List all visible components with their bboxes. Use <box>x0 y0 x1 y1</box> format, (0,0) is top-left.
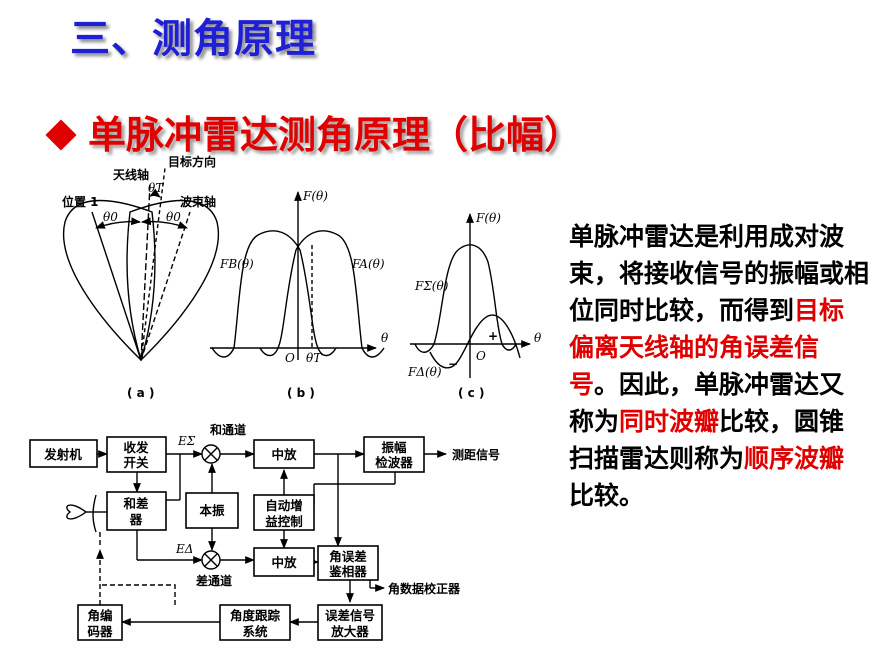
caption-c: ( c ) <box>458 386 484 400</box>
diff-mixer-icon <box>201 550 221 570</box>
xlabel-c: θ <box>534 331 542 345</box>
agc-label-1: 自动增 <box>265 498 303 513</box>
duplexer-box <box>106 436 167 473</box>
error-amplifier-box <box>317 604 383 641</box>
tracking-system-box <box>219 604 291 641</box>
desc-part-1: 单脉冲雷达是利用成对波束，将接收信号的振幅或相位同时比较，而得到 <box>569 222 870 325</box>
caption-a: ( a ) <box>127 386 154 400</box>
agc-box <box>253 494 315 531</box>
duplexer-label-2: 开关 <box>123 455 149 470</box>
fdiff-label: FΔ(θ) <box>407 365 442 379</box>
curve-fsum <box>414 244 517 353</box>
block-diagram-boxes: 发射机 收发 开关 中放 振幅 检波器 和差 器 本振 自动增 益控制 中放 角… <box>29 436 425 641</box>
fb-label: FB(θ) <box>219 257 254 271</box>
origin-c: O <box>476 349 486 363</box>
if-amp-top-box <box>253 439 315 469</box>
figure-a <box>62 167 220 362</box>
subtitle: 单脉冲雷达测角原理（比幅） <box>40 104 582 159</box>
err-amp-label-2: 放大器 <box>330 624 369 639</box>
transmitter-label: 发射机 <box>43 447 82 462</box>
ylabel-b: F(θ) <box>302 189 328 203</box>
phase-detector-box <box>317 545 379 581</box>
duplexer-label-1: 收发 <box>123 440 149 455</box>
local-osc-box <box>185 492 239 529</box>
encoder-box <box>77 604 123 641</box>
phase-det-label-2: 鉴相器 <box>328 564 367 579</box>
sum-mixer-icon <box>201 444 221 464</box>
encoder-label-2: 码器 <box>87 624 113 639</box>
ylabel-c: F(θ) <box>475 211 501 225</box>
hybrid-box <box>106 491 167 531</box>
tracking-label-2: 系统 <box>242 624 268 639</box>
err-amp-label-1: 误差信号 <box>325 608 375 623</box>
if-amp-top-label: 中放 <box>271 447 297 462</box>
desc-highlight-3: 顺序波瓣 <box>744 444 845 473</box>
figure-c-labels: F(θ) FΣ(θ) FΔ(θ) θ O + − ( c ) <box>407 211 542 400</box>
left-lobe <box>62 199 156 362</box>
page-title: 三、测角原理 <box>70 16 316 62</box>
block-diagram-lines <box>66 450 447 626</box>
local-osc-label: 本振 <box>199 503 225 518</box>
if-amp-bottom-label: 中放 <box>271 555 297 570</box>
amplitude-detector-box <box>363 436 425 473</box>
phase-det-label-1: 角误差 <box>329 549 367 564</box>
theta-t-label-a: θT <box>148 181 164 195</box>
theta0-left-label: θ0 <box>103 210 118 224</box>
hybrid-label-2: 器 <box>129 512 143 527</box>
description-text: 单脉冲雷达是利用成对波束，将接收信号的振幅或相位同时比较，而得到目标偏离天线轴的… <box>569 218 869 514</box>
minus-sign: − <box>448 357 458 371</box>
figure-b <box>210 191 385 360</box>
xlabel-b: θ <box>381 331 389 345</box>
desc-highlight-2: 同时波瓣 <box>619 407 720 436</box>
desc-part-2: 。因此，单脉冲雷达又称为 <box>569 370 845 436</box>
fa-label: FA(θ) <box>351 257 385 271</box>
theta-t-label-b: θT <box>306 351 322 365</box>
beam-axis-label: 波束轴 <box>180 194 216 209</box>
hybrid-label-1: 和差 <box>122 496 148 511</box>
amp-det-label-2: 检波器 <box>375 455 413 470</box>
angle-corrector-label: 角数据校正器 <box>388 581 461 596</box>
figure-c <box>410 213 531 378</box>
diff-channel-label: 差通道 <box>195 573 232 588</box>
subtitle-text: 单脉冲雷达测角原理（比幅） <box>88 113 583 157</box>
plus-sign: + <box>488 329 498 343</box>
desc-highlight-1: 目标偏离天线轴的角误差信号 <box>569 296 845 399</box>
right-lobe <box>126 199 220 362</box>
e-sigma-label: EΣ <box>177 434 196 448</box>
range-signal-label: 测距信号 <box>452 447 500 462</box>
curve-fb <box>211 230 337 358</box>
curve-fdiff <box>429 314 521 369</box>
e-delta-label: EΔ <box>175 542 193 556</box>
sum-channel-label: 和通道 <box>209 422 246 437</box>
block-diagram-labels: 和通道 EΣ 测距信号 EΔ 差通道 角数据校正器 <box>175 422 500 596</box>
theta0-right-label: θ0 <box>166 210 181 224</box>
amp-det-label-1: 振幅 <box>381 440 407 455</box>
origin-b: O <box>285 351 295 365</box>
curve-fa <box>259 230 385 358</box>
position1-label: 位置 1 <box>62 194 99 209</box>
target-direction-label: 目标方向 <box>168 154 216 169</box>
if-amp-bottom-box <box>253 547 315 577</box>
transmitter-box <box>29 439 98 468</box>
antenna-axis-label: 天线轴 <box>113 167 149 182</box>
agc-label-2: 益控制 <box>265 514 303 529</box>
figure-b-labels: F(θ) FB(θ) FA(θ) θ O θT ( b ) <box>219 189 389 400</box>
desc-part-3: 比较，圆锥扫描雷达则称为 <box>569 407 845 473</box>
caption-b: ( b ) <box>287 386 315 400</box>
tracking-label-1: 角度跟踪 <box>230 608 281 623</box>
encoder-label-1: 角编 <box>87 608 112 623</box>
figure-a-labels: 天线轴 目标方向 位置 1 波束轴 θT θ0 θ0 ( a ) <box>62 154 216 400</box>
fsum-label: FΣ(θ) <box>414 279 449 293</box>
desc-part-4: 比较。 <box>569 481 645 510</box>
